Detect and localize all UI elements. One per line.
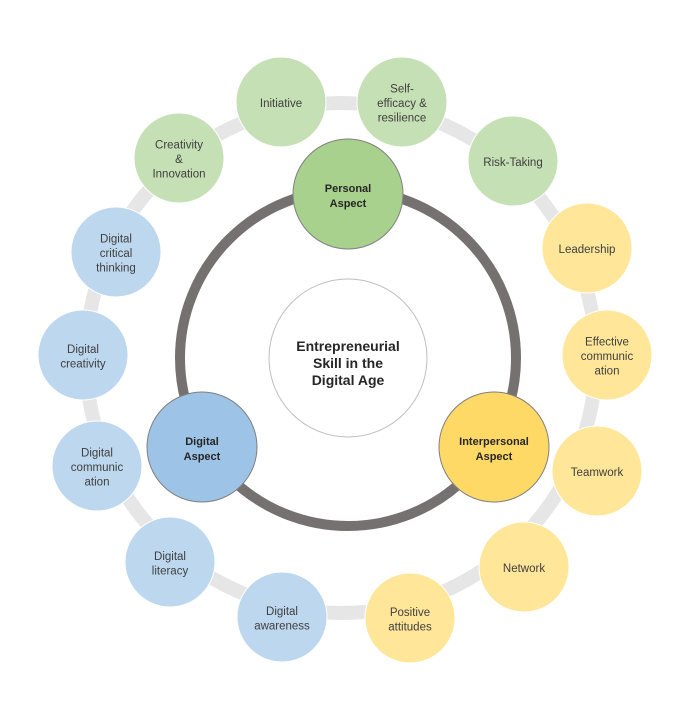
skill-teamwork: Teamwork (551, 425, 643, 517)
skill-digital-literacy-circle (124, 516, 216, 608)
skill-leadership-label-line: Leadership (559, 244, 616, 256)
skill-digital-communic-ation: Digital communic ation (51, 420, 143, 512)
skill-digital-communic-ation-label-line: Digital (81, 448, 113, 460)
skill-self-efficacy-resilience-label-line: efficacy & (377, 98, 427, 110)
skill-digital-literacy-label-line: literacy (152, 565, 189, 577)
skill-positive-attitudes: Positive attitudes (364, 572, 456, 664)
skill-network-label-line: Network (503, 563, 545, 575)
skill-network: Network (478, 521, 570, 613)
skill-leadership: Leadership (541, 202, 633, 294)
skill-positive-attitudes-label-line: Positive (390, 607, 430, 619)
skill-digital-critical-thinking-circle (70, 206, 162, 298)
skill-risk-taking-circle (467, 115, 559, 207)
skill-effective-communic-ation-label-line: Effective (585, 337, 629, 349)
skill-digital-literacy: Digital literacy (124, 516, 216, 608)
skill-initiative: Initiative (235, 56, 327, 148)
skill-initiative-label-line: Initiative (260, 98, 302, 110)
center-title-label-line: Skill in the (313, 355, 383, 371)
skill-creativity-innovation: Creativity & Innovation (133, 112, 225, 204)
skill-digital-awareness-label-line: awareness (254, 620, 310, 632)
interpersonal-aspect-label-line: Interpersonal (459, 436, 529, 448)
skill-network-circle (478, 521, 570, 613)
personal-aspect-label-line: Personal (325, 183, 371, 195)
skill-leadership-circle (541, 202, 633, 294)
skill-effective-communic-ation: Effective communic ation (561, 309, 653, 401)
interpersonal-aspect-label-line: Aspect (476, 451, 513, 463)
skill-teamwork-label-line: Teamwork (571, 467, 624, 479)
skill-risk-taking-label-line: Risk-Taking (483, 157, 542, 169)
skill-self-efficacy-resilience-label-line: Self- (390, 84, 414, 96)
center-circle (268, 278, 428, 438)
skill-teamwork-circle (551, 425, 643, 517)
skill-digital-creativity-circle (37, 309, 129, 401)
skill-self-efficacy-resilience-label-line: resilience (378, 113, 427, 125)
skill-self-efficacy-resilience-circle (356, 56, 448, 148)
digital-aspect-circle (146, 391, 258, 503)
skill-creativity-innovation-label-line: Innovation (152, 169, 205, 181)
skill-digital-critical-thinking: Digital critical thinking (70, 206, 162, 298)
skill-digital-communic-ation-circle (51, 420, 143, 512)
skill-digital-awareness: Digital awareness (236, 571, 328, 663)
skill-digital-communic-ation-label-line: ation (85, 477, 110, 489)
skill-digital-critical-thinking-label-line: critical (100, 248, 133, 260)
aspects-layer: PersonalAspectInterpersonalAspectDigital… (146, 138, 550, 503)
skill-risk-taking: Risk-Taking (467, 115, 559, 207)
skill-creativity-innovation-circle (133, 112, 225, 204)
skill-creativity-innovation-label-line: Creativity (155, 140, 203, 152)
skill-digital-communic-ation-label-line: communic (71, 462, 124, 474)
center-title-label-line: Entrepreneurial (296, 338, 399, 354)
skill-effective-communic-ation-label-line: communic (581, 351, 634, 363)
skill-digital-awareness-circle (236, 571, 328, 663)
skill-digital-literacy-label-line: Digital (154, 551, 186, 563)
skill-digital-awareness-label-line: Digital (266, 606, 298, 618)
interpersonal-aspect-circle (438, 391, 550, 503)
skill-effective-communic-ation-circle (561, 309, 653, 401)
skill-self-efficacy-resilience: Self-efficacy & resilience (356, 56, 448, 148)
personal-aspect-label-line: Aspect (330, 198, 367, 210)
digital-aspect-label-line: Digital (185, 436, 219, 448)
skill-digital-creativity-label-line: creativity (60, 358, 106, 370)
skill-digital-critical-thinking-label-line: thinking (96, 263, 136, 275)
personal-aspect-circle (292, 138, 404, 250)
center-title-label-line: Digital Age (312, 372, 385, 388)
skill-creativity-innovation-label-line: & (175, 154, 183, 166)
skill-digital-creativity-label-line: Digital (67, 344, 99, 356)
digital-aspect-label-line: Aspect (184, 451, 221, 463)
skills-layer: Initiative Self-efficacy & resilienceRisk-… (37, 56, 653, 664)
skill-digital-critical-thinking-label-line: Digital (100, 234, 132, 246)
skill-effective-communic-ation-label-line: ation (595, 366, 620, 378)
skill-positive-attitudes-circle (364, 572, 456, 664)
skill-positive-attitudes-label-line: attitudes (388, 621, 432, 633)
skill-digital-creativity: Digital creativity (37, 309, 129, 401)
skill-initiative-circle (235, 56, 327, 148)
